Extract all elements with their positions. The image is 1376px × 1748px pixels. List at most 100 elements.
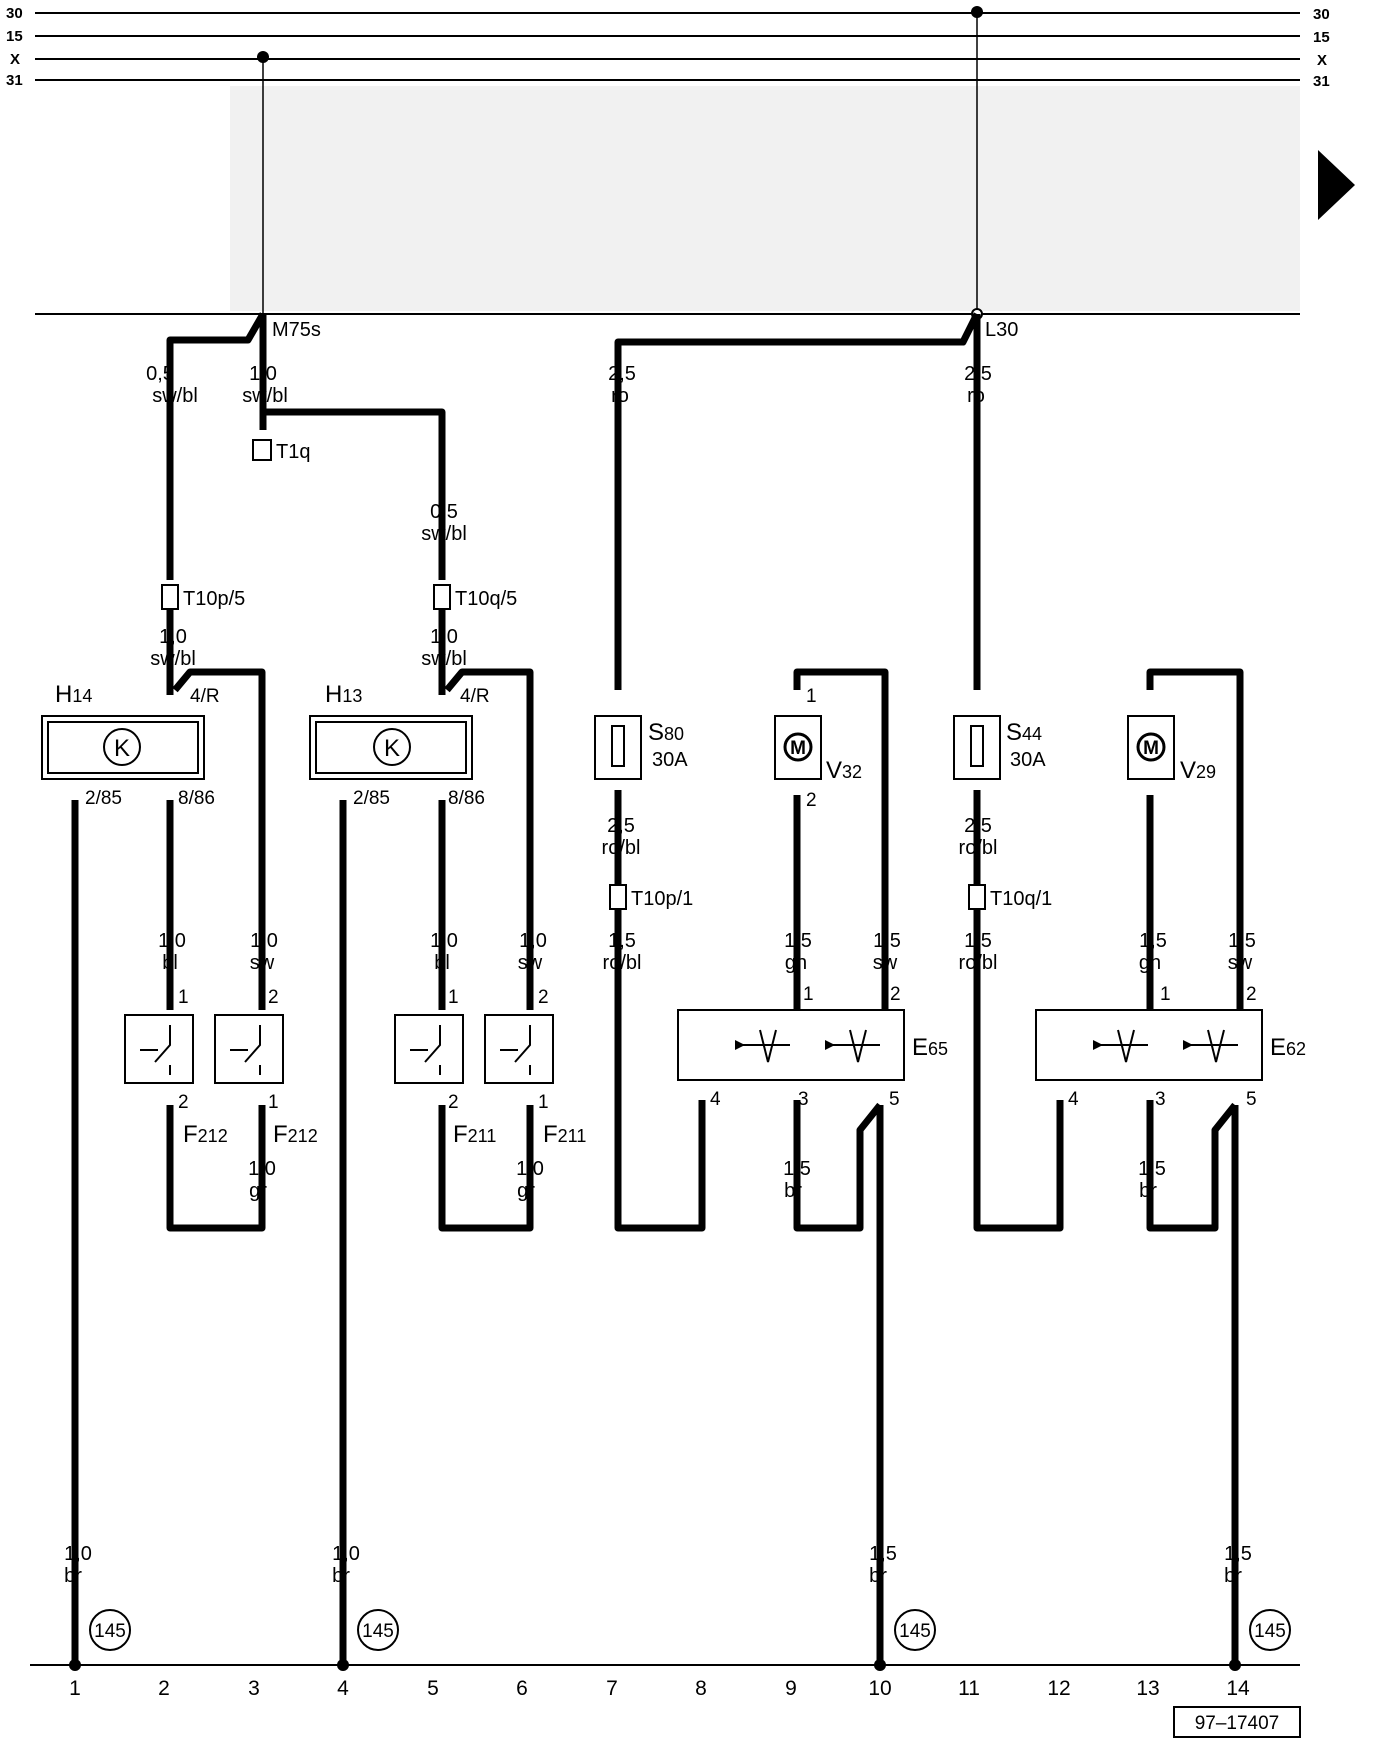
wire-size: 1,0 (519, 930, 547, 952)
fuse-s44-label: S44 (1006, 719, 1042, 746)
connector-t10p1: T10p/1 (609, 884, 693, 910)
wire-size: 1,0 (248, 1158, 276, 1180)
wire-color: sw (250, 952, 275, 974)
wire-size: 2,5 (607, 815, 635, 837)
column-number: 8 (695, 1677, 707, 1700)
wire-size: 1,5 (964, 930, 992, 952)
wire-color: sw/bl (152, 385, 198, 407)
column-number: 11 (958, 1677, 980, 1700)
motor-symbol-icon: M (790, 738, 806, 759)
wire-color: gr (249, 1180, 267, 1202)
wire-color: br (64, 1565, 82, 1587)
wire-color: bl (434, 952, 450, 974)
rail-30-label-right: 30 (1313, 6, 1330, 23)
ground-dot-4 (337, 1659, 349, 1671)
wire-size: 1,0 (158, 930, 186, 952)
wire-color: bl (162, 952, 178, 974)
wire-color: sw/bl (421, 523, 467, 545)
svg-text:T1q: T1q (276, 441, 310, 463)
pin-label: 1 (448, 987, 459, 1008)
wire-size: 1,5 (1139, 930, 1167, 952)
pin-label: 4 (710, 1089, 721, 1110)
wire-size: 1,0 (332, 1543, 360, 1565)
wires (71, 312, 1244, 1665)
wire-size: 2,5 (608, 363, 636, 385)
pin-label: 8/86 (448, 788, 485, 809)
wire-size: 1,0 (64, 1543, 92, 1565)
pin-label: 2 (268, 987, 279, 1008)
wire-color: sw/bl (150, 648, 196, 670)
wire-color: ro/bl (959, 837, 998, 859)
svg-text:T10p/5: T10p/5 (183, 588, 245, 610)
wire-color: sw/bl (421, 648, 467, 670)
pin-label: 2 (178, 1092, 189, 1113)
wire-size: 1,5 (784, 930, 812, 952)
relay-h13-label: H13 (325, 681, 362, 708)
wire-size: 1,5 (1224, 1543, 1252, 1565)
column-number: 13 (1136, 1677, 1159, 1700)
pin-label: 1 (178, 987, 189, 1008)
switch-f211-b-label: F211 (543, 1121, 586, 1148)
connector-t10q1: T10q/1 (968, 884, 1052, 910)
relay-panel-shading (230, 86, 1300, 311)
column-number: 2 (158, 1677, 170, 1700)
wire-size: 1,5 (1138, 1158, 1166, 1180)
pin-label: 2 (1246, 984, 1257, 1005)
wire-size: 0,5 (430, 501, 458, 523)
connector-t10q5: T10q/5 (433, 584, 517, 610)
control-e65-label: E65 (912, 1034, 948, 1061)
fuse-rating: 30A (652, 749, 688, 771)
rail-31-label-right: 31 (1313, 73, 1330, 90)
column-number: 10 (868, 1677, 891, 1700)
column-number: 7 (606, 1677, 618, 1700)
pin-label: 8/86 (178, 788, 215, 809)
ground-ref-label: 145 (362, 1621, 394, 1642)
rail-15-label-right: 15 (1313, 29, 1330, 46)
pin-label: 4/R (190, 686, 220, 707)
column-number: 3 (248, 1677, 260, 1700)
wire-color: ro (611, 385, 629, 407)
pin-label: 1 (268, 1092, 279, 1113)
wire-color: br (784, 1180, 802, 1202)
ground-dot-1 (69, 1659, 81, 1671)
node-m75s-label: M75s (272, 319, 321, 341)
wire-color: sw/bl (242, 385, 288, 407)
wire-size: 1,5 (873, 930, 901, 952)
relay-h14: K H14 4/R 2/85 8/86 (41, 681, 220, 809)
wire-color: ro/bl (602, 837, 641, 859)
column-number: 1 (69, 1677, 81, 1700)
wire-color: ro/bl (959, 952, 998, 974)
motor-symbol-icon: M (1143, 738, 1159, 759)
column-number: 9 (785, 1677, 797, 1700)
wire-size: 0,5 (146, 363, 174, 385)
switch-f212-b: 2 1 F212 (214, 987, 318, 1148)
wire-size: 2,5 (964, 815, 992, 837)
wire-color: ro (967, 385, 985, 407)
wire-size: 1,0 (250, 930, 278, 952)
wire-color: sw (518, 952, 543, 974)
switch-f212-a-label: F212 (183, 1121, 228, 1148)
pin-label: 5 (1246, 1089, 1257, 1110)
wire-size: 1,0 (159, 626, 187, 648)
wire-size: 1,5 (783, 1158, 811, 1180)
wire-color: br (869, 1565, 887, 1587)
wire-labels: 0,5 sw/bl 1,0 sw/bl 0,5 sw/bl 1,0 sw/bl … (64, 363, 1256, 1587)
pin-label: 2/85 (353, 788, 390, 809)
control-e62: E62 1 2 4 3 5 (1035, 984, 1306, 1110)
supply-rails: 30 15 X 31 30 15 X 31 (6, 5, 1330, 90)
pin-label: 4 (1068, 1089, 1079, 1110)
pin-label: 1 (1160, 984, 1171, 1005)
svg-text:T10q/5: T10q/5 (455, 588, 517, 610)
wire-color: br (332, 1565, 350, 1587)
pin-label: 2 (806, 790, 817, 811)
svg-text:T10q/1: T10q/1 (990, 888, 1052, 910)
pin-label: 3 (1155, 1089, 1166, 1110)
pin-label: 5 (889, 1089, 900, 1110)
column-number: 12 (1047, 1677, 1070, 1700)
switch-f212-b-label: F212 (273, 1121, 318, 1148)
motor-v29-label: V29 (1180, 757, 1216, 784)
pin-label: 2 (448, 1092, 459, 1113)
node-l30-label: L30 (985, 319, 1018, 341)
ground-dot-10 (874, 1659, 886, 1671)
rail-31-label-left: 31 (6, 72, 23, 89)
